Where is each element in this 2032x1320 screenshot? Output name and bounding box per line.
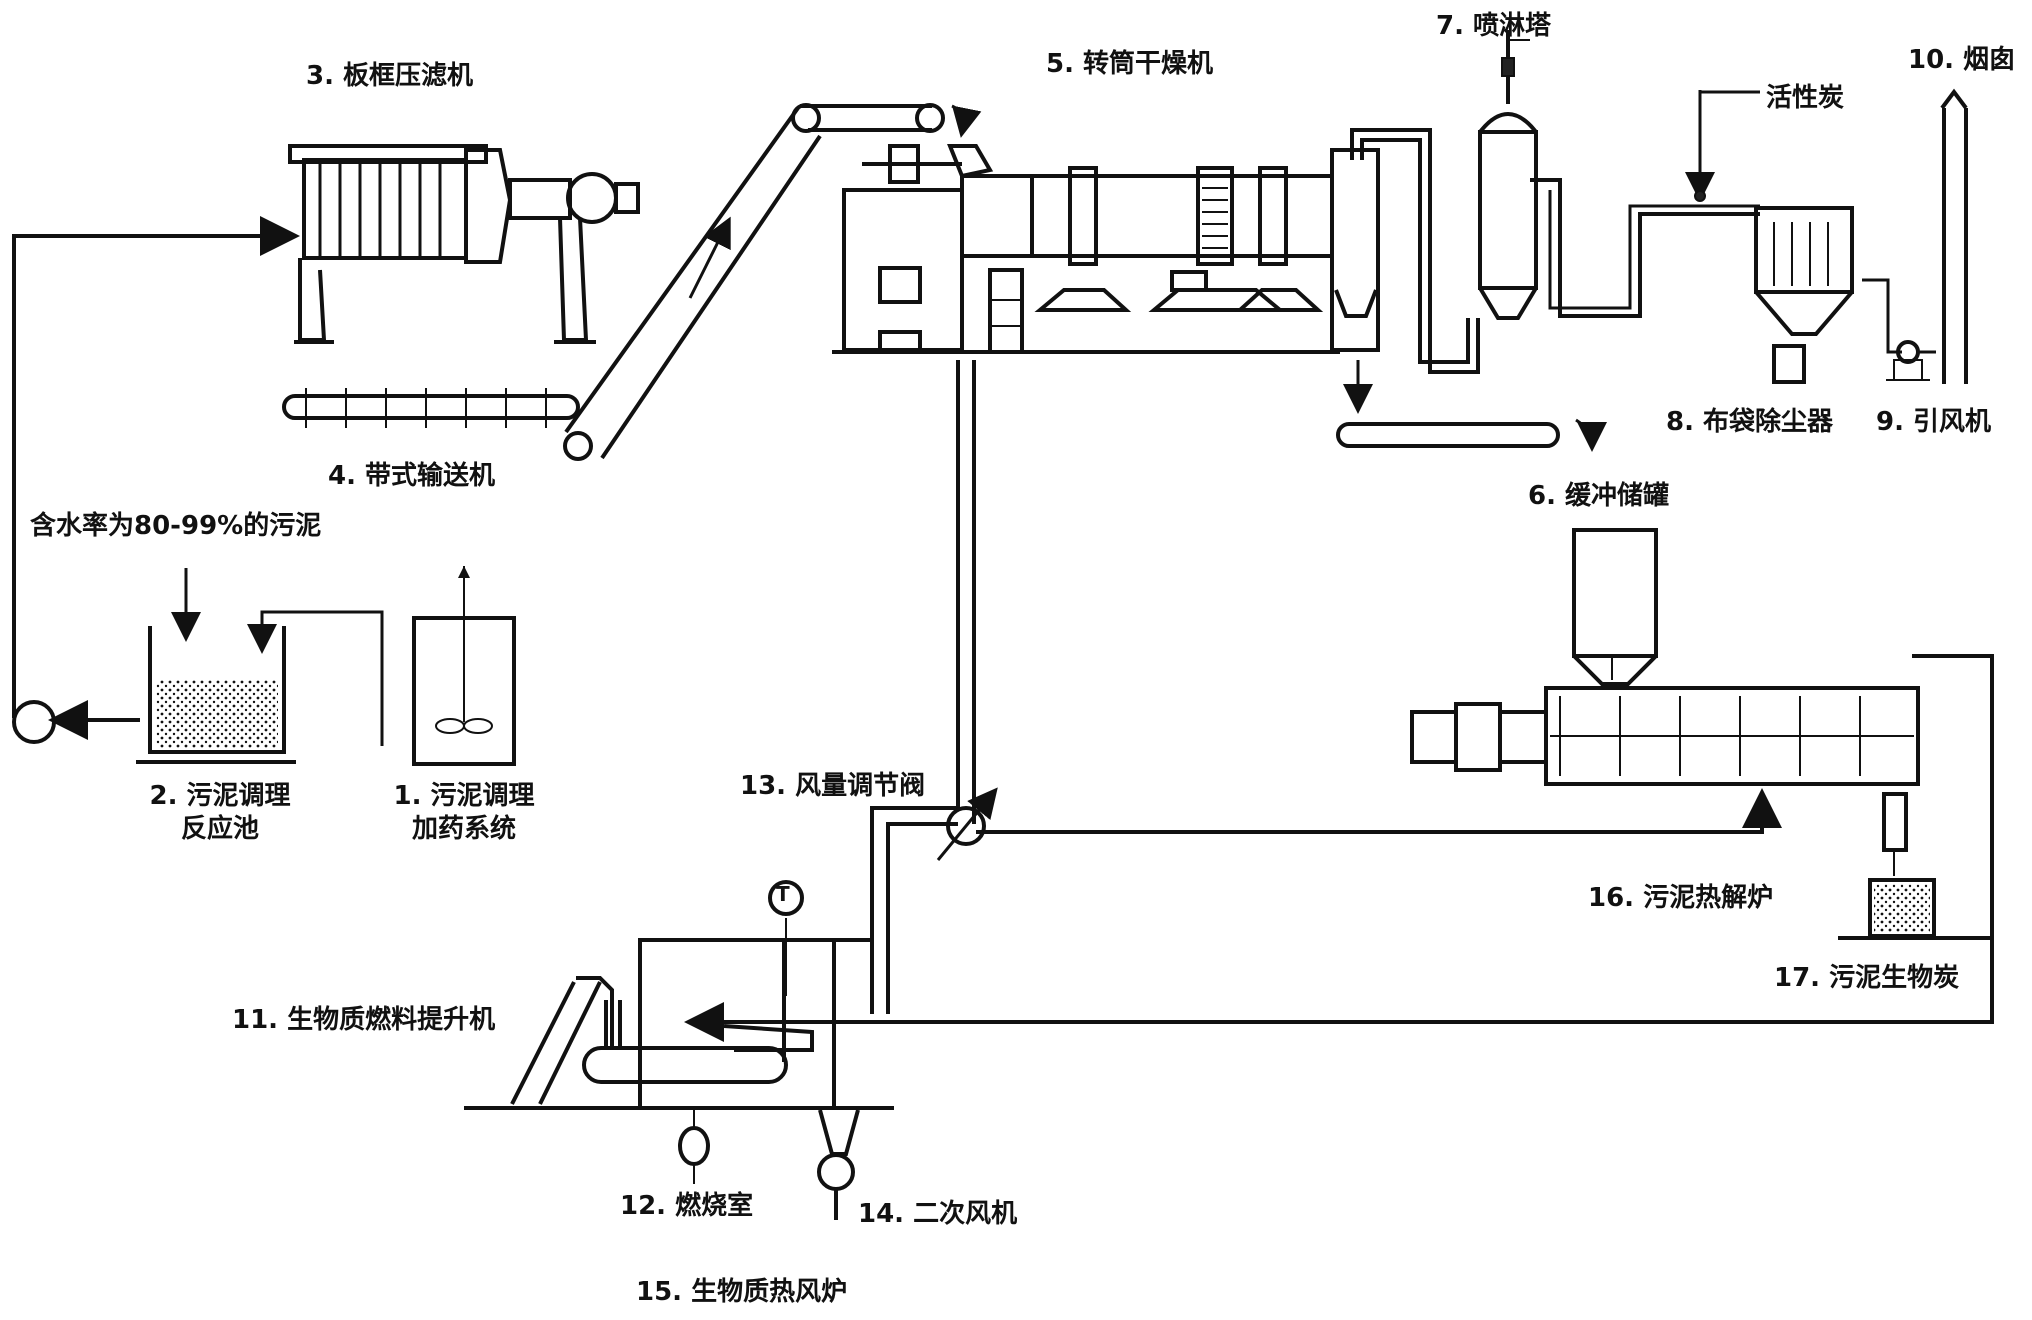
label-reactor-tank: 2. 污泥调理 反应池 bbox=[120, 780, 320, 845]
reactor-tank bbox=[136, 568, 296, 764]
biomass-fuel-elevator bbox=[510, 976, 622, 1105]
thermometer-letter: T bbox=[776, 882, 790, 906]
label-sludge-input: 含水率为80-99%的污泥 bbox=[30, 511, 322, 541]
pyrolysis-furnace bbox=[1410, 686, 1920, 852]
label-spray-tower: 7. 喷淋塔 bbox=[1436, 11, 1552, 41]
label-air-damper: 13. 风量调节阀 bbox=[740, 771, 926, 801]
label-reactor-line2: 反应池 bbox=[180, 813, 259, 844]
spray-tower bbox=[1478, 30, 1538, 320]
label-chimney: 10. 烟囱 bbox=[1908, 45, 2016, 75]
chimney bbox=[1940, 88, 1968, 384]
feed-pump bbox=[12, 700, 56, 744]
label-belt-conveyor: 4. 带式输送机 bbox=[328, 461, 496, 491]
belt-conveyor-4 bbox=[282, 388, 580, 428]
inclined-conveyor bbox=[563, 103, 982, 461]
label-induced-fan: 9. 引风机 bbox=[1876, 407, 1992, 437]
bag-filter bbox=[1694, 190, 1854, 384]
label-pyrolysis-furnace: 16. 污泥热解炉 bbox=[1588, 883, 1774, 913]
label-dosing-line1: 1. 污泥调理 bbox=[393, 781, 535, 811]
process-pipes bbox=[12, 90, 1994, 1042]
label-activated-carbon: 活性炭 bbox=[1766, 83, 1845, 113]
filter-press bbox=[288, 144, 640, 344]
label-dosing-system: 1. 污泥调理 加药系统 bbox=[364, 780, 564, 845]
label-hot-air-furnace: 15. 生物质热风炉 bbox=[636, 1277, 848, 1307]
dosing-system bbox=[412, 566, 516, 766]
label-bag-filter: 8. 布袋除尘器 bbox=[1666, 407, 1834, 437]
label-filter-press: 3. 板框压滤机 bbox=[306, 61, 474, 91]
label-fuel-elevator: 11. 生物质燃料提升机 bbox=[232, 1005, 496, 1035]
biochar-bin bbox=[1838, 850, 1990, 940]
buffer-tank bbox=[1572, 528, 1658, 686]
rotary-dryer bbox=[832, 144, 1380, 354]
hot-air-furnace bbox=[464, 880, 894, 1220]
induced-draft-fan bbox=[1886, 340, 1930, 381]
discharge-conveyor bbox=[1336, 418, 1607, 452]
air-damper bbox=[936, 787, 998, 861]
label-buffer-tank: 6. 缓冲储罐 bbox=[1528, 481, 1670, 511]
label-reactor-line1: 2. 污泥调理 bbox=[149, 781, 291, 811]
label-biochar: 17. 污泥生物炭 bbox=[1774, 963, 1960, 993]
label-combustion-chamber: 12. 燃烧室 bbox=[620, 1191, 754, 1221]
label-dosing-line2: 加药系统 bbox=[411, 813, 516, 844]
label-rotary-dryer: 5. 转筒干燥机 bbox=[1046, 49, 1214, 79]
label-secondary-fan: 14. 二次风机 bbox=[858, 1199, 1018, 1229]
